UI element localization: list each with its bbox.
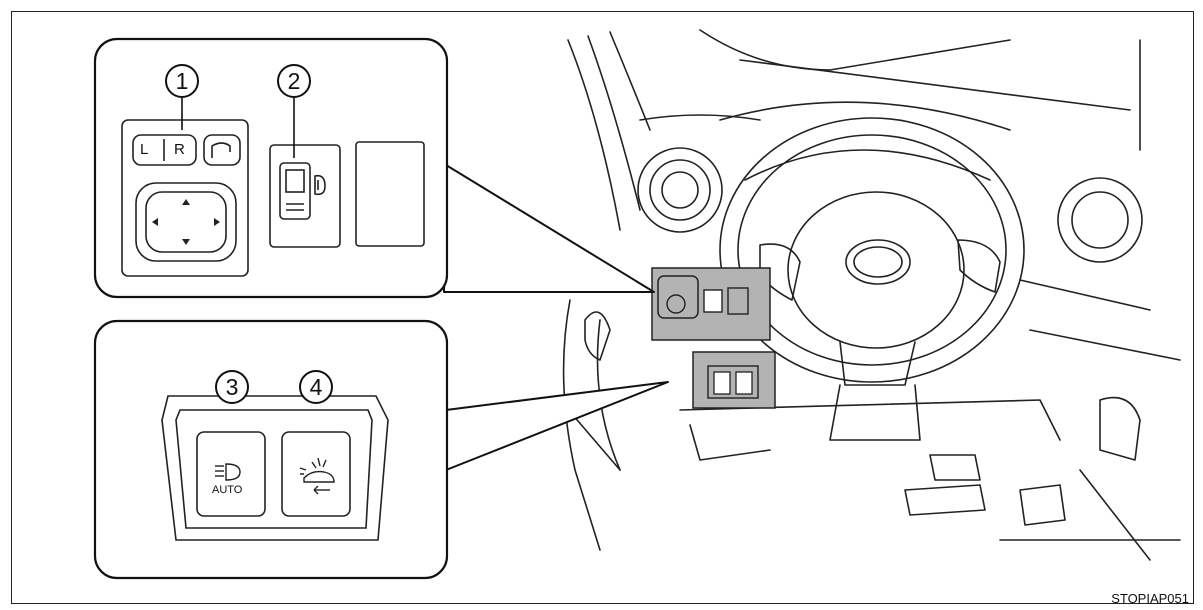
collision-warning-symbol bbox=[299, 457, 335, 495]
mirror-switch-assembly bbox=[121, 119, 249, 277]
lower-switch-bezel bbox=[161, 395, 389, 541]
mirror-right-key-label: R bbox=[174, 141, 185, 158]
lower-leader bbox=[445, 381, 669, 471]
leader-wedges bbox=[443, 164, 669, 471]
mirror-adjust-pad bbox=[145, 191, 227, 253]
auto-high-beam-symbol bbox=[215, 463, 241, 481]
vsc-off-switch bbox=[281, 431, 351, 517]
left-vent bbox=[637, 147, 723, 233]
upper-leader bbox=[443, 164, 655, 293]
pedals bbox=[904, 396, 1141, 526]
mirror-arrows bbox=[152, 199, 220, 245]
steering-wheel bbox=[719, 117, 1025, 386]
callout-2: 2 bbox=[277, 64, 311, 98]
mirror-fold-button bbox=[203, 134, 241, 166]
mirror-adjust-pad-outer bbox=[135, 182, 237, 262]
blank-switch bbox=[355, 141, 425, 247]
auto-label: AUTO bbox=[212, 484, 243, 496]
auto-high-beam-switch bbox=[196, 431, 266, 517]
callout-3: 3 bbox=[215, 370, 249, 404]
dash-switch-highlight-upper bbox=[651, 267, 771, 341]
callout-4: 4 bbox=[299, 370, 333, 404]
headlight-level-dial-assembly bbox=[269, 144, 341, 248]
callout-1: 1 bbox=[165, 64, 199, 98]
mirror-left-key-label: L bbox=[140, 141, 149, 158]
figure-frame bbox=[11, 11, 1194, 604]
mirror-select-switch bbox=[132, 134, 197, 166]
image-code: STOPIAP051 bbox=[1111, 591, 1189, 606]
dashboard-drawing bbox=[559, 29, 1181, 561]
dash-switch-highlight-lower bbox=[692, 351, 776, 409]
right-vent bbox=[1057, 177, 1143, 263]
